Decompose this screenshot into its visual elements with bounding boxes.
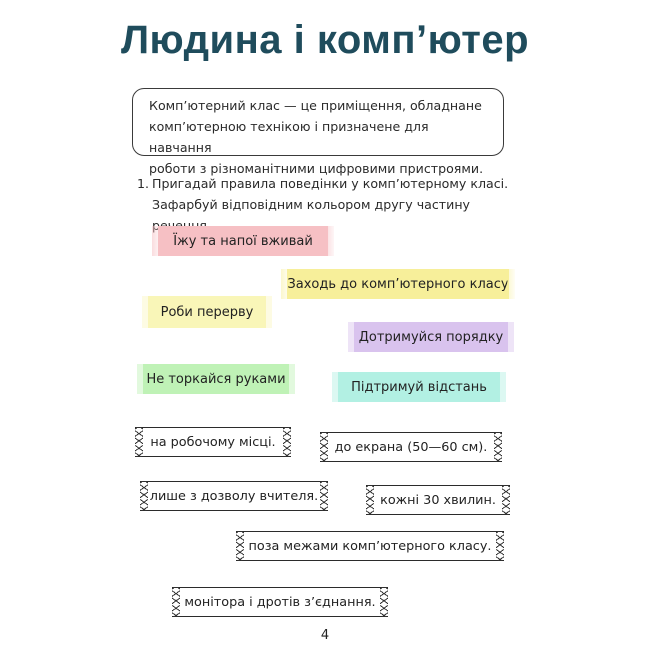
definition-box: Комп’ютерний клас — це приміщення, облад… — [132, 88, 504, 176]
sentence-end-strip-permission[interactable]: лише з дозволу вчителя. — [140, 481, 328, 511]
sentence-start-tape-touch[interactable]: Не торкайся руками — [137, 364, 295, 394]
page-number: 4 — [320, 628, 330, 643]
strip-label: кожні 30 хвилин. — [380, 492, 496, 508]
task-number: 1. — [137, 176, 150, 191]
task-line: Пригадай правила поведінки у комп’ютерно… — [152, 176, 509, 191]
definition-line: роботи з різноманітними цифровими пристр… — [149, 161, 484, 176]
sentence-end-strip-screen[interactable]: до екрана (50—60 см). — [320, 432, 502, 462]
tape-label: Не торкайся руками — [146, 371, 286, 387]
sentence-start-tape-break[interactable]: Роби перерву — [142, 296, 272, 328]
sentence-start-tape-distance[interactable]: Підтримуй відстань — [332, 372, 506, 402]
tape-label: Дотримуйся порядку — [358, 329, 504, 345]
tape-label: Роби перерву — [160, 304, 254, 320]
tape-label: Підтримуй відстань — [351, 379, 487, 395]
definition-line: комп’ютерною технікою і призначене для н… — [149, 119, 429, 155]
tape-label: Заходь до комп’ютерного класу — [287, 276, 509, 292]
sentence-end-strip-outside[interactable]: поза межами комп’ютерного класу. — [236, 531, 504, 561]
strip-label: лише з дозволу вчителя. — [149, 488, 319, 504]
sentence-end-strip-interval[interactable]: кожні 30 хвилин. — [366, 485, 510, 515]
tape-label: Їжу та напої вживай — [173, 233, 313, 249]
sentence-start-tape-eat[interactable]: Їжу та напої вживай — [152, 226, 334, 256]
sentence-end-strip-workplace[interactable]: на робочому місці. — [135, 427, 291, 457]
sentence-start-tape-order[interactable]: Дотримуйся порядку — [348, 322, 514, 352]
page-title: Людина і комп’ютер — [120, 18, 530, 62]
sentence-end-strip-monitor[interactable]: монітора і дротів з’єднання. — [172, 587, 388, 617]
strip-label: поза межами комп’ютерного класу. — [248, 538, 492, 554]
definition-line: Комп’ютерний клас — це приміщення, облад… — [149, 98, 482, 113]
strip-label: до екрана (50—60 см). — [334, 439, 488, 455]
strip-label: монітора і дротів з’єднання. — [184, 594, 376, 610]
task-instruction: 1. Пригадай правила поведінки у комп’юте… — [137, 173, 527, 236]
sentence-start-tape-enter[interactable]: Заходь до комп’ютерного класу — [281, 269, 515, 299]
strip-label: на робочому місці. — [150, 434, 276, 450]
